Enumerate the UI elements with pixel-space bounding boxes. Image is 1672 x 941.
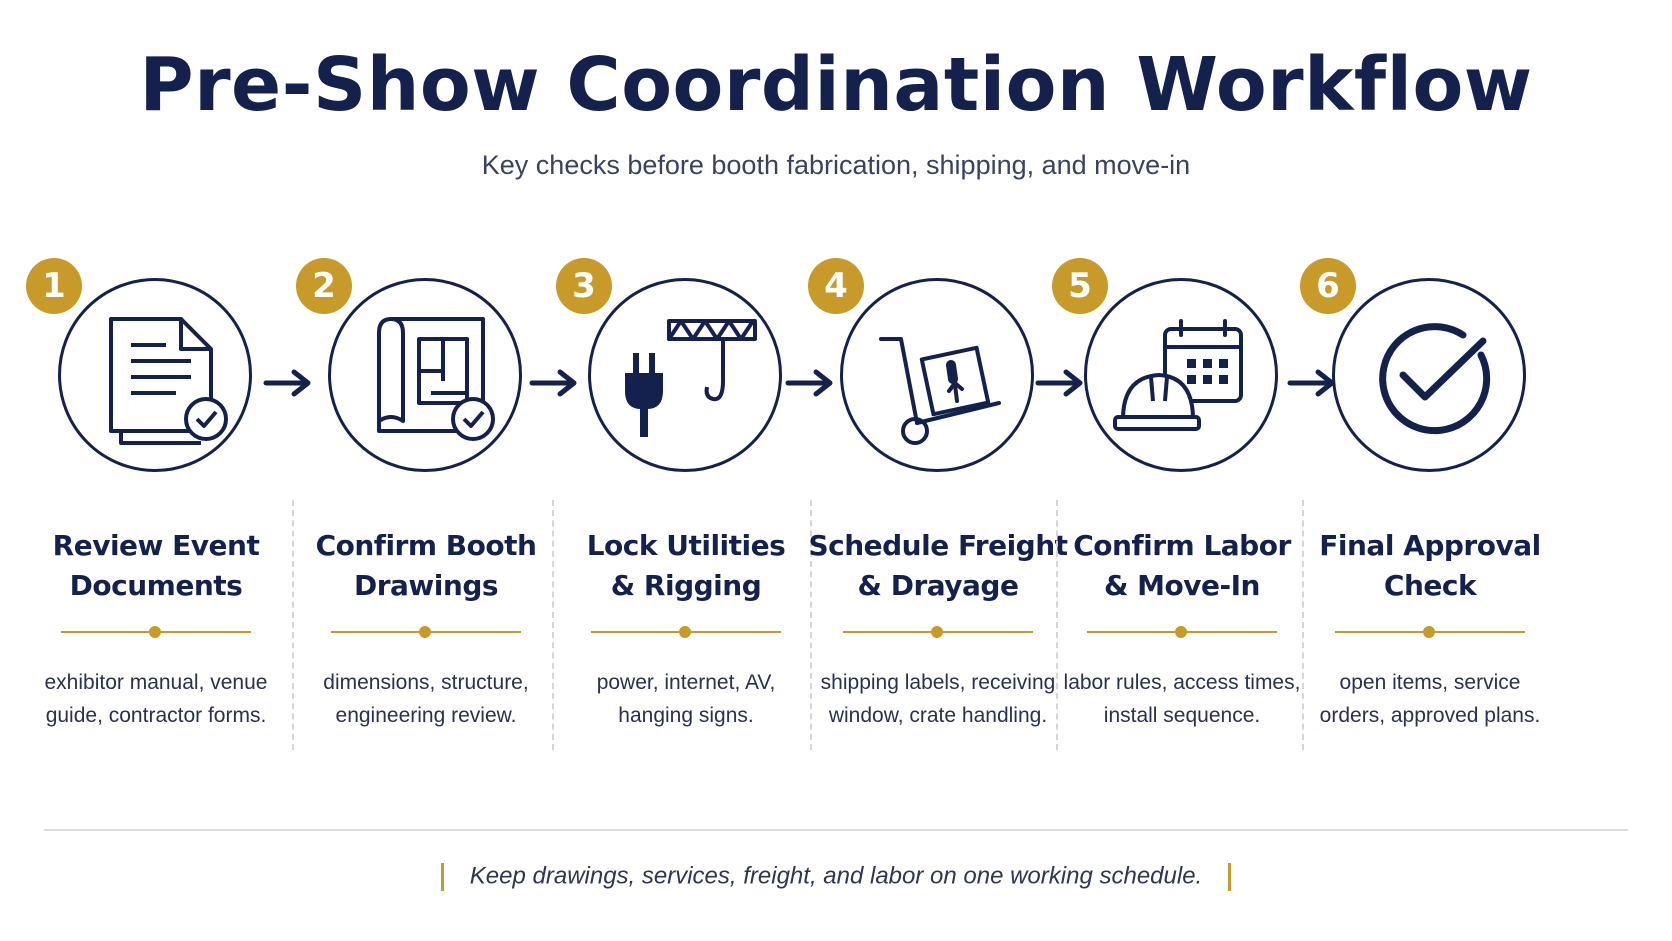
step-4-circle [840,278,1034,472]
step-1-circle [58,278,252,472]
plug-crane-icon [625,319,757,437]
step-separator [292,500,294,750]
step-2-circle [328,278,522,472]
footer-note-text: Keep drawings, services, freight, and la… [469,862,1203,890]
step-separator [1056,500,1058,750]
step-2-number-badge: 2 [296,258,352,314]
step-3-title: Lock Utilities& Rigging [586,529,786,602]
step-5-number-badge: 5 [1052,258,1108,314]
step-5-description: labor rules, access times,install sequen… [1063,671,1301,727]
footer-separator [44,829,1628,831]
step-3-number-badge: 3 [556,258,612,314]
arrow-right-icon [1035,369,1083,397]
hardhat-calendar-icon [1113,319,1243,431]
hand-truck-icon [879,337,1001,445]
step-separator [552,500,554,750]
workflow-step-5: 5 Confirm Labor& Move-In labor rules, ac… [1052,258,1312,728]
step-1-number-badge: 1 [26,258,82,314]
step-1-divider [61,626,251,638]
step-4-divider [843,626,1033,638]
step-3-divider [591,626,781,638]
step-3-description: power, internet, AV,hanging signs. [596,671,776,727]
step-separator [810,500,812,750]
step-6-number-badge: 6 [1300,258,1356,314]
footer-accent-bar [1228,862,1232,891]
step-2-description: dimensions, structure,engineering review… [323,671,529,727]
step-5-title: Confirm Labor& Move-In [1073,529,1291,602]
footer-note: Keep drawings, services, freight, and la… [0,862,1672,891]
arrow-right-icon [263,369,311,397]
step-4-title: Schedule Freight& Drayage [808,529,1068,602]
arrow-right-icon [529,369,577,397]
arrow-right-icon [785,369,833,397]
step-6-circle [1332,278,1526,472]
workflow-step-4: 4 Schedule Freight& Drayage shipping lab… [808,258,1068,728]
step-5-divider [1087,626,1277,638]
footer-accent-bar [440,862,444,891]
step-5-circle [1084,278,1278,472]
blueprint-check-icon [377,317,495,441]
step-3-circle [588,278,782,472]
step-separator [1302,500,1304,750]
document-check-icon [109,317,228,445]
workflow-step-3: 3 Lock Utilities& Rigging power, interne… [556,258,816,728]
page-subtitle: Key checks before booth fabrication, shi… [481,150,1191,180]
step-4-number-badge: 4 [808,258,864,314]
checkmark-circle-icon [1379,323,1491,435]
page-title: Pre-Show Coordination Workflow [139,42,1533,128]
step-6-divider [1335,626,1525,638]
step-2-divider [331,626,521,638]
